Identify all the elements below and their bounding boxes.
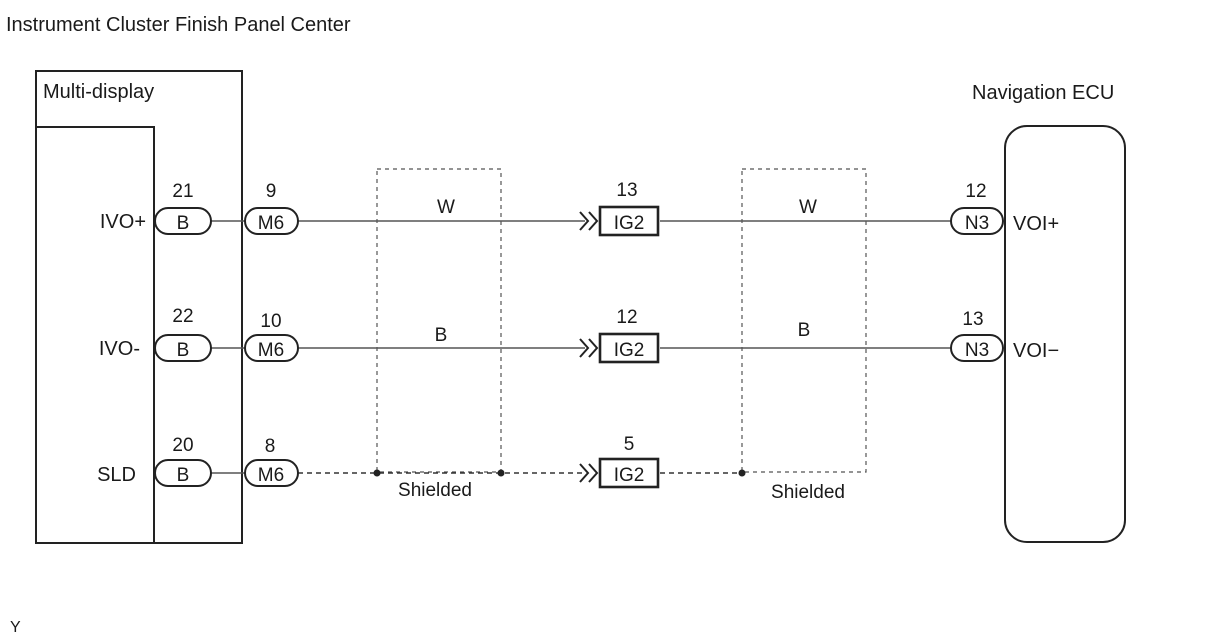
pin-20: 20 [172, 435, 193, 456]
shield-label-left: Shielded [398, 480, 472, 501]
pin-5-ig2: 5 [624, 434, 635, 455]
connector-m6-label: M6 [258, 213, 284, 234]
connector-m6-label: M6 [258, 340, 284, 361]
wire-color-b-left: B [435, 325, 448, 346]
pin-12-n3: 12 [965, 181, 986, 202]
navigation-ecu-box [1004, 125, 1126, 543]
wire-color-w-left: W [437, 197, 455, 218]
shield-junction-dot [373, 469, 381, 477]
connector-b-label: B [177, 340, 190, 361]
circuit-ivo-plus: IVO+ 21 B 9 M6 W 13 IG2 W 12 N3 VOI+ [100, 180, 1059, 237]
connector-ig2-label: IG2 [614, 340, 645, 361]
terminal-sld: SLD [97, 464, 136, 486]
connector-b-pill [154, 459, 212, 487]
shield-junction-dot [738, 469, 746, 477]
connector-n3-pill [950, 334, 1004, 362]
connector-b-label: B [177, 213, 190, 234]
diagram-title: Instrument Cluster Finish Panel Center [6, 14, 351, 36]
pin-21: 21 [172, 181, 193, 202]
connector-m6-label: M6 [258, 465, 284, 486]
footer-mark: Y [10, 619, 21, 634]
pin-9: 9 [266, 181, 277, 202]
shield-box-left [376, 168, 502, 473]
connector-n3-label: N3 [965, 340, 989, 361]
shield-box-right [741, 168, 867, 473]
connector-ig2-label: IG2 [614, 465, 645, 486]
pin-13-n3: 13 [962, 309, 983, 330]
connector-n3-label: N3 [965, 213, 989, 234]
connector-ig2-label: IG2 [614, 213, 645, 234]
terminal-voi-plus: VOI+ [1013, 213, 1059, 235]
connector-m6-pill [244, 207, 299, 235]
pin-12-ig2: 12 [616, 307, 637, 328]
circuit-sld: SLD 20 B 8 M6 5 IG2 [97, 434, 746, 489]
inline-connector-chevron [579, 463, 599, 483]
circuit-ivo-minus: IVO- 22 B 10 M6 B 12 IG2 B 13 N3 VOI− [99, 306, 1059, 364]
multi-display-inner-box [35, 126, 155, 544]
connector-b-pill [154, 207, 212, 235]
shield-junction-dot [497, 469, 505, 477]
connector-n3-pill [950, 207, 1004, 235]
connector-ig2-box [598, 457, 660, 489]
navigation-ecu-label: Navigation ECU [972, 82, 1114, 104]
connector-b-pill [154, 334, 212, 362]
connector-ig2-box [598, 205, 660, 237]
connector-m6-pill [244, 459, 299, 487]
connector-m6-pill [244, 334, 299, 362]
connector-b-label: B [177, 465, 190, 486]
pin-22: 22 [172, 306, 193, 327]
terminal-voi-minus: VOI− [1013, 340, 1059, 362]
wire-color-b-right: B [798, 320, 811, 341]
pin-8: 8 [265, 436, 276, 457]
wire-color-w-right: W [799, 197, 817, 218]
terminal-ivo-plus: IVO+ [100, 211, 146, 233]
inline-connector-chevron [579, 338, 599, 358]
terminal-ivo-minus: IVO- [99, 338, 140, 360]
multi-display-label: Multi-display [43, 81, 154, 103]
shield-label-right: Shielded [771, 482, 845, 503]
connector-ig2-box [598, 332, 660, 364]
pin-13-ig2: 13 [616, 180, 637, 201]
inline-connector-chevron [579, 211, 599, 231]
pin-10: 10 [260, 311, 281, 332]
